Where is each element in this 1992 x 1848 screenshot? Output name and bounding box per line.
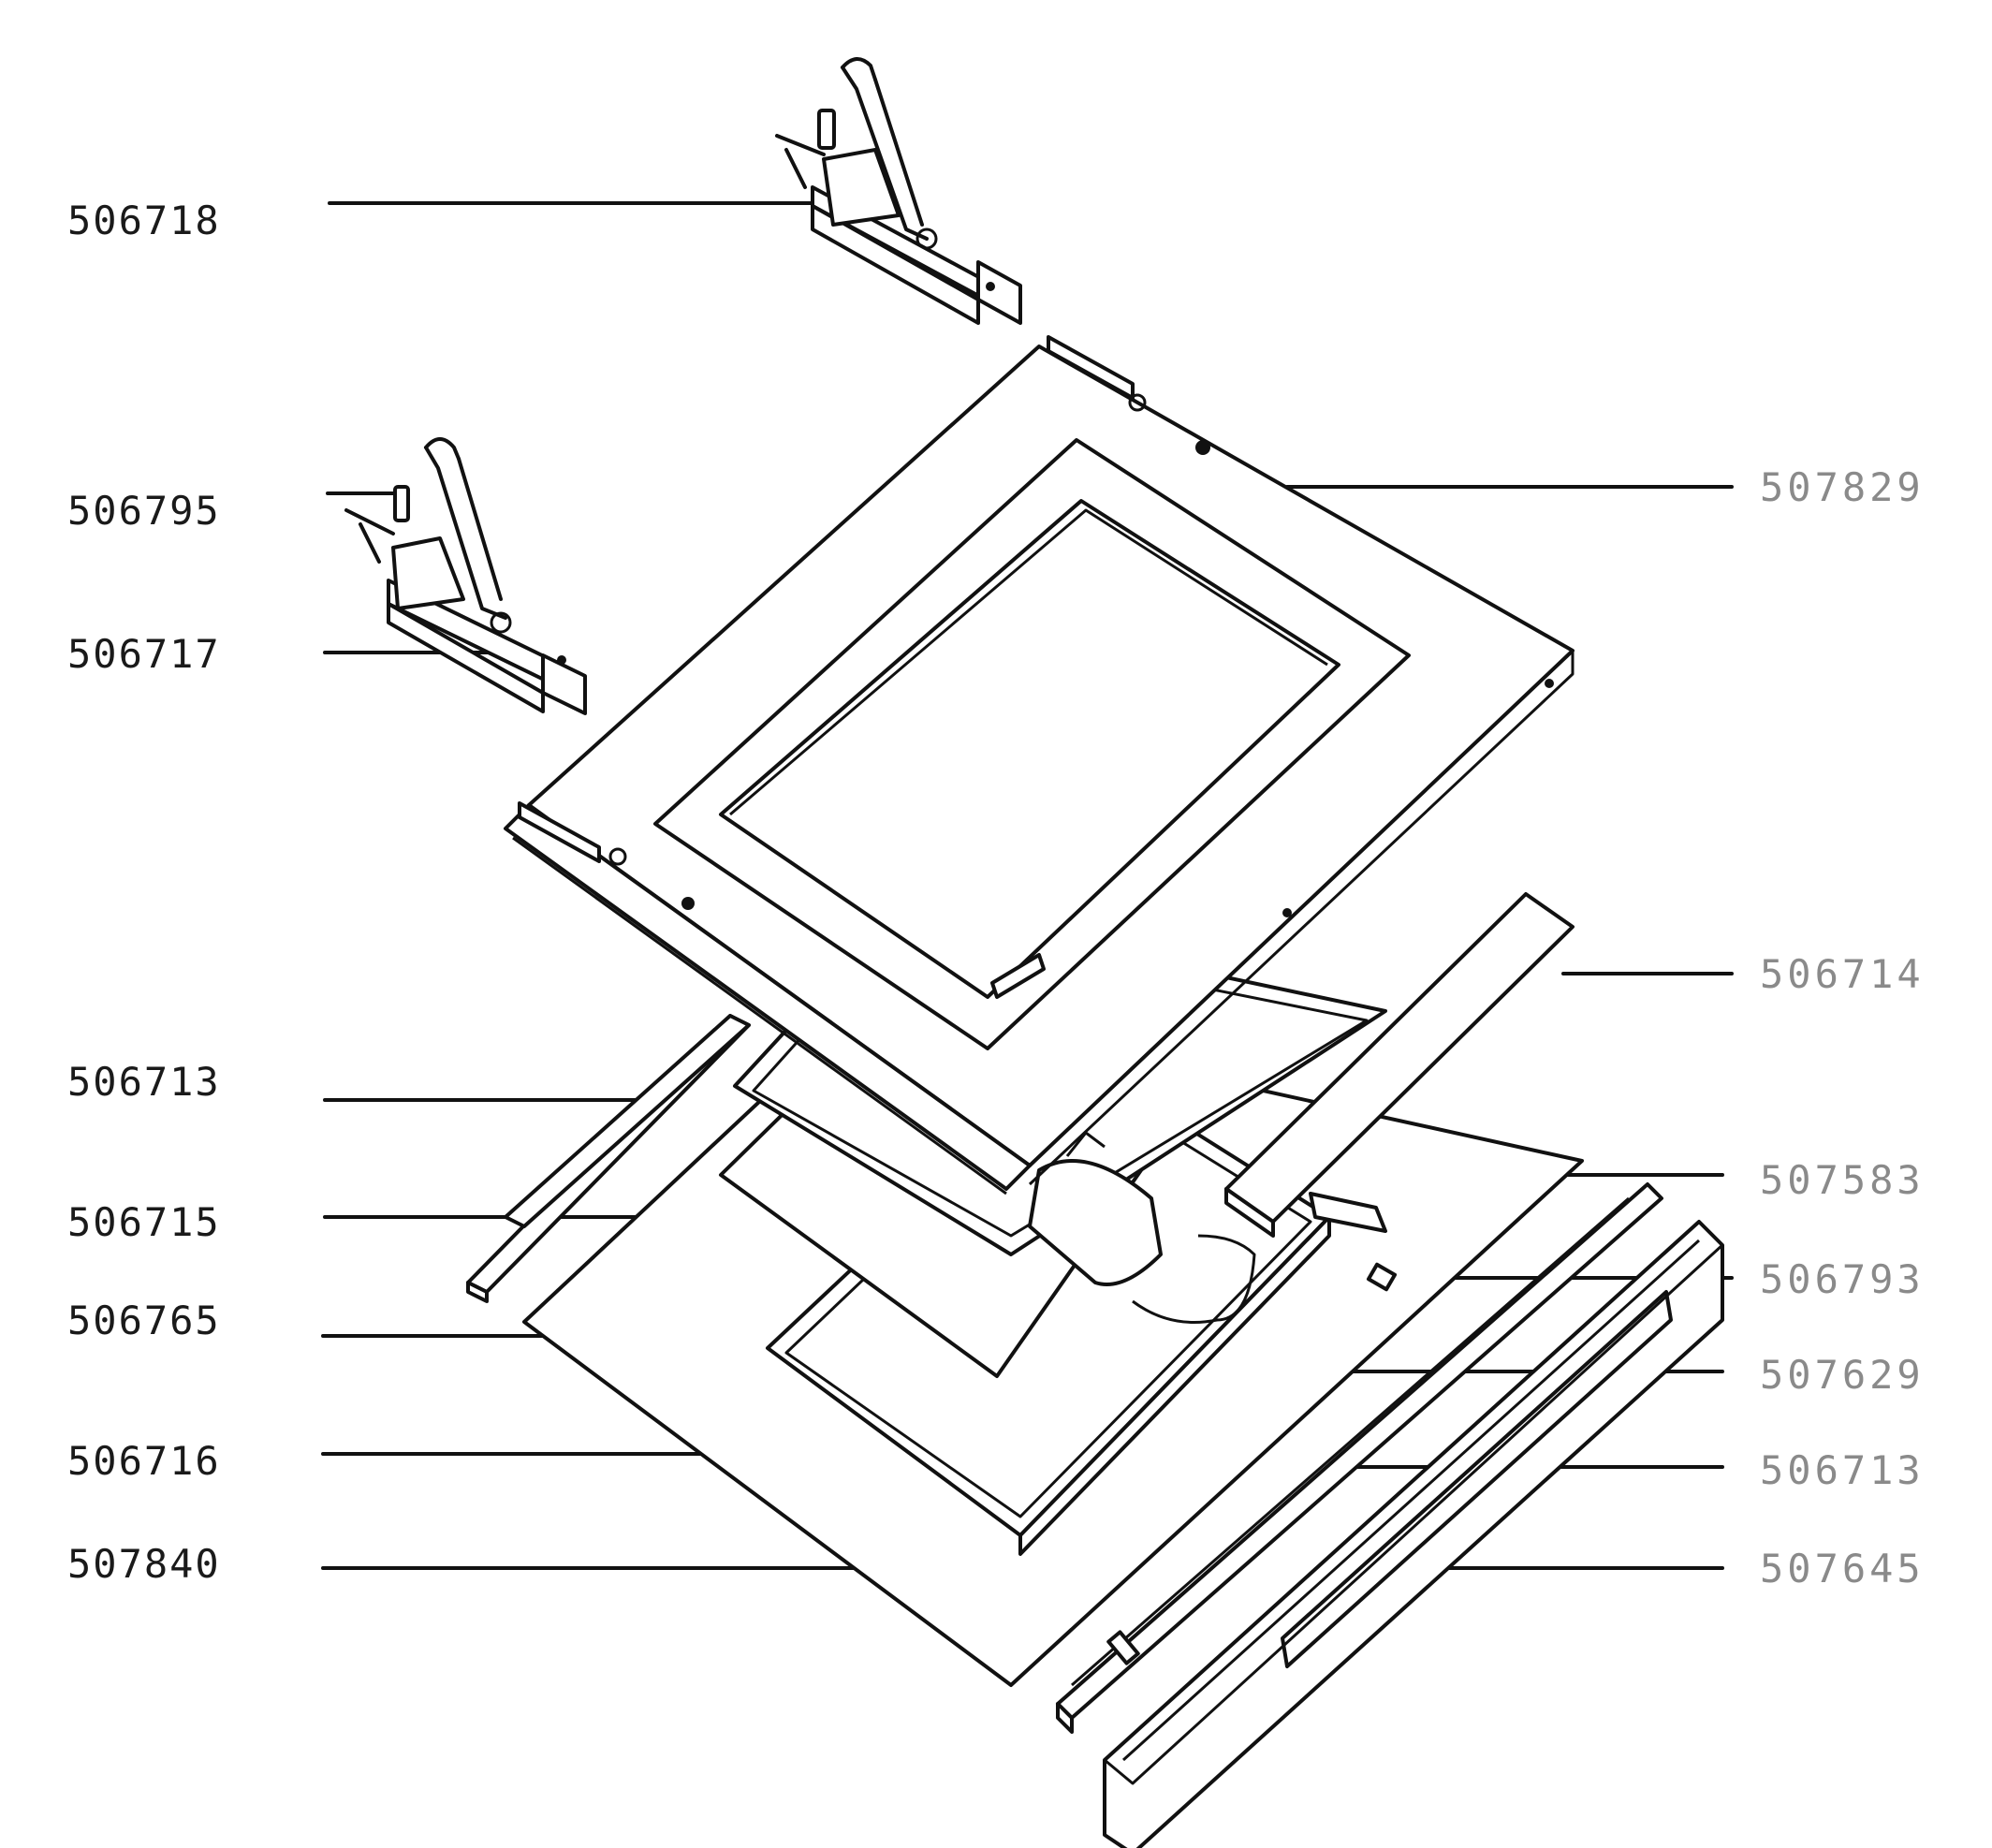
label-506793: 506793 bbox=[1760, 1256, 1925, 1302]
label-506713-right: 506713 bbox=[1760, 1447, 1925, 1493]
label-506715: 506715 bbox=[67, 1199, 221, 1245]
upper-hinge bbox=[775, 57, 1022, 325]
label-506717: 506717 bbox=[67, 631, 221, 677]
front-door-panel bbox=[504, 335, 1575, 1195]
small-clip bbox=[1366, 1262, 1398, 1292]
label-507645: 507645 bbox=[1760, 1546, 1925, 1591]
label-507629: 507629 bbox=[1760, 1352, 1925, 1398]
label-507829: 507829 bbox=[1760, 464, 1925, 510]
bottom-trim-507645 bbox=[1103, 1220, 1724, 1848]
label-506714: 506714 bbox=[1760, 951, 1925, 997]
label-507840: 507840 bbox=[67, 1541, 221, 1587]
label-507583: 507583 bbox=[1760, 1157, 1925, 1203]
left-rail bbox=[466, 1014, 751, 1303]
cross-bar-506714 bbox=[1224, 892, 1575, 1238]
label-506713-left: 506713 bbox=[67, 1059, 221, 1105]
lower-trim-rail bbox=[1056, 1182, 1663, 1734]
label-506718: 506718 bbox=[67, 198, 221, 243]
handle-bracket bbox=[1028, 1131, 1387, 1324]
lower-hinge bbox=[344, 437, 587, 715]
label-506765: 506765 bbox=[67, 1298, 221, 1343]
label-506716: 506716 bbox=[67, 1438, 221, 1484]
label-506795: 506795 bbox=[67, 488, 221, 534]
